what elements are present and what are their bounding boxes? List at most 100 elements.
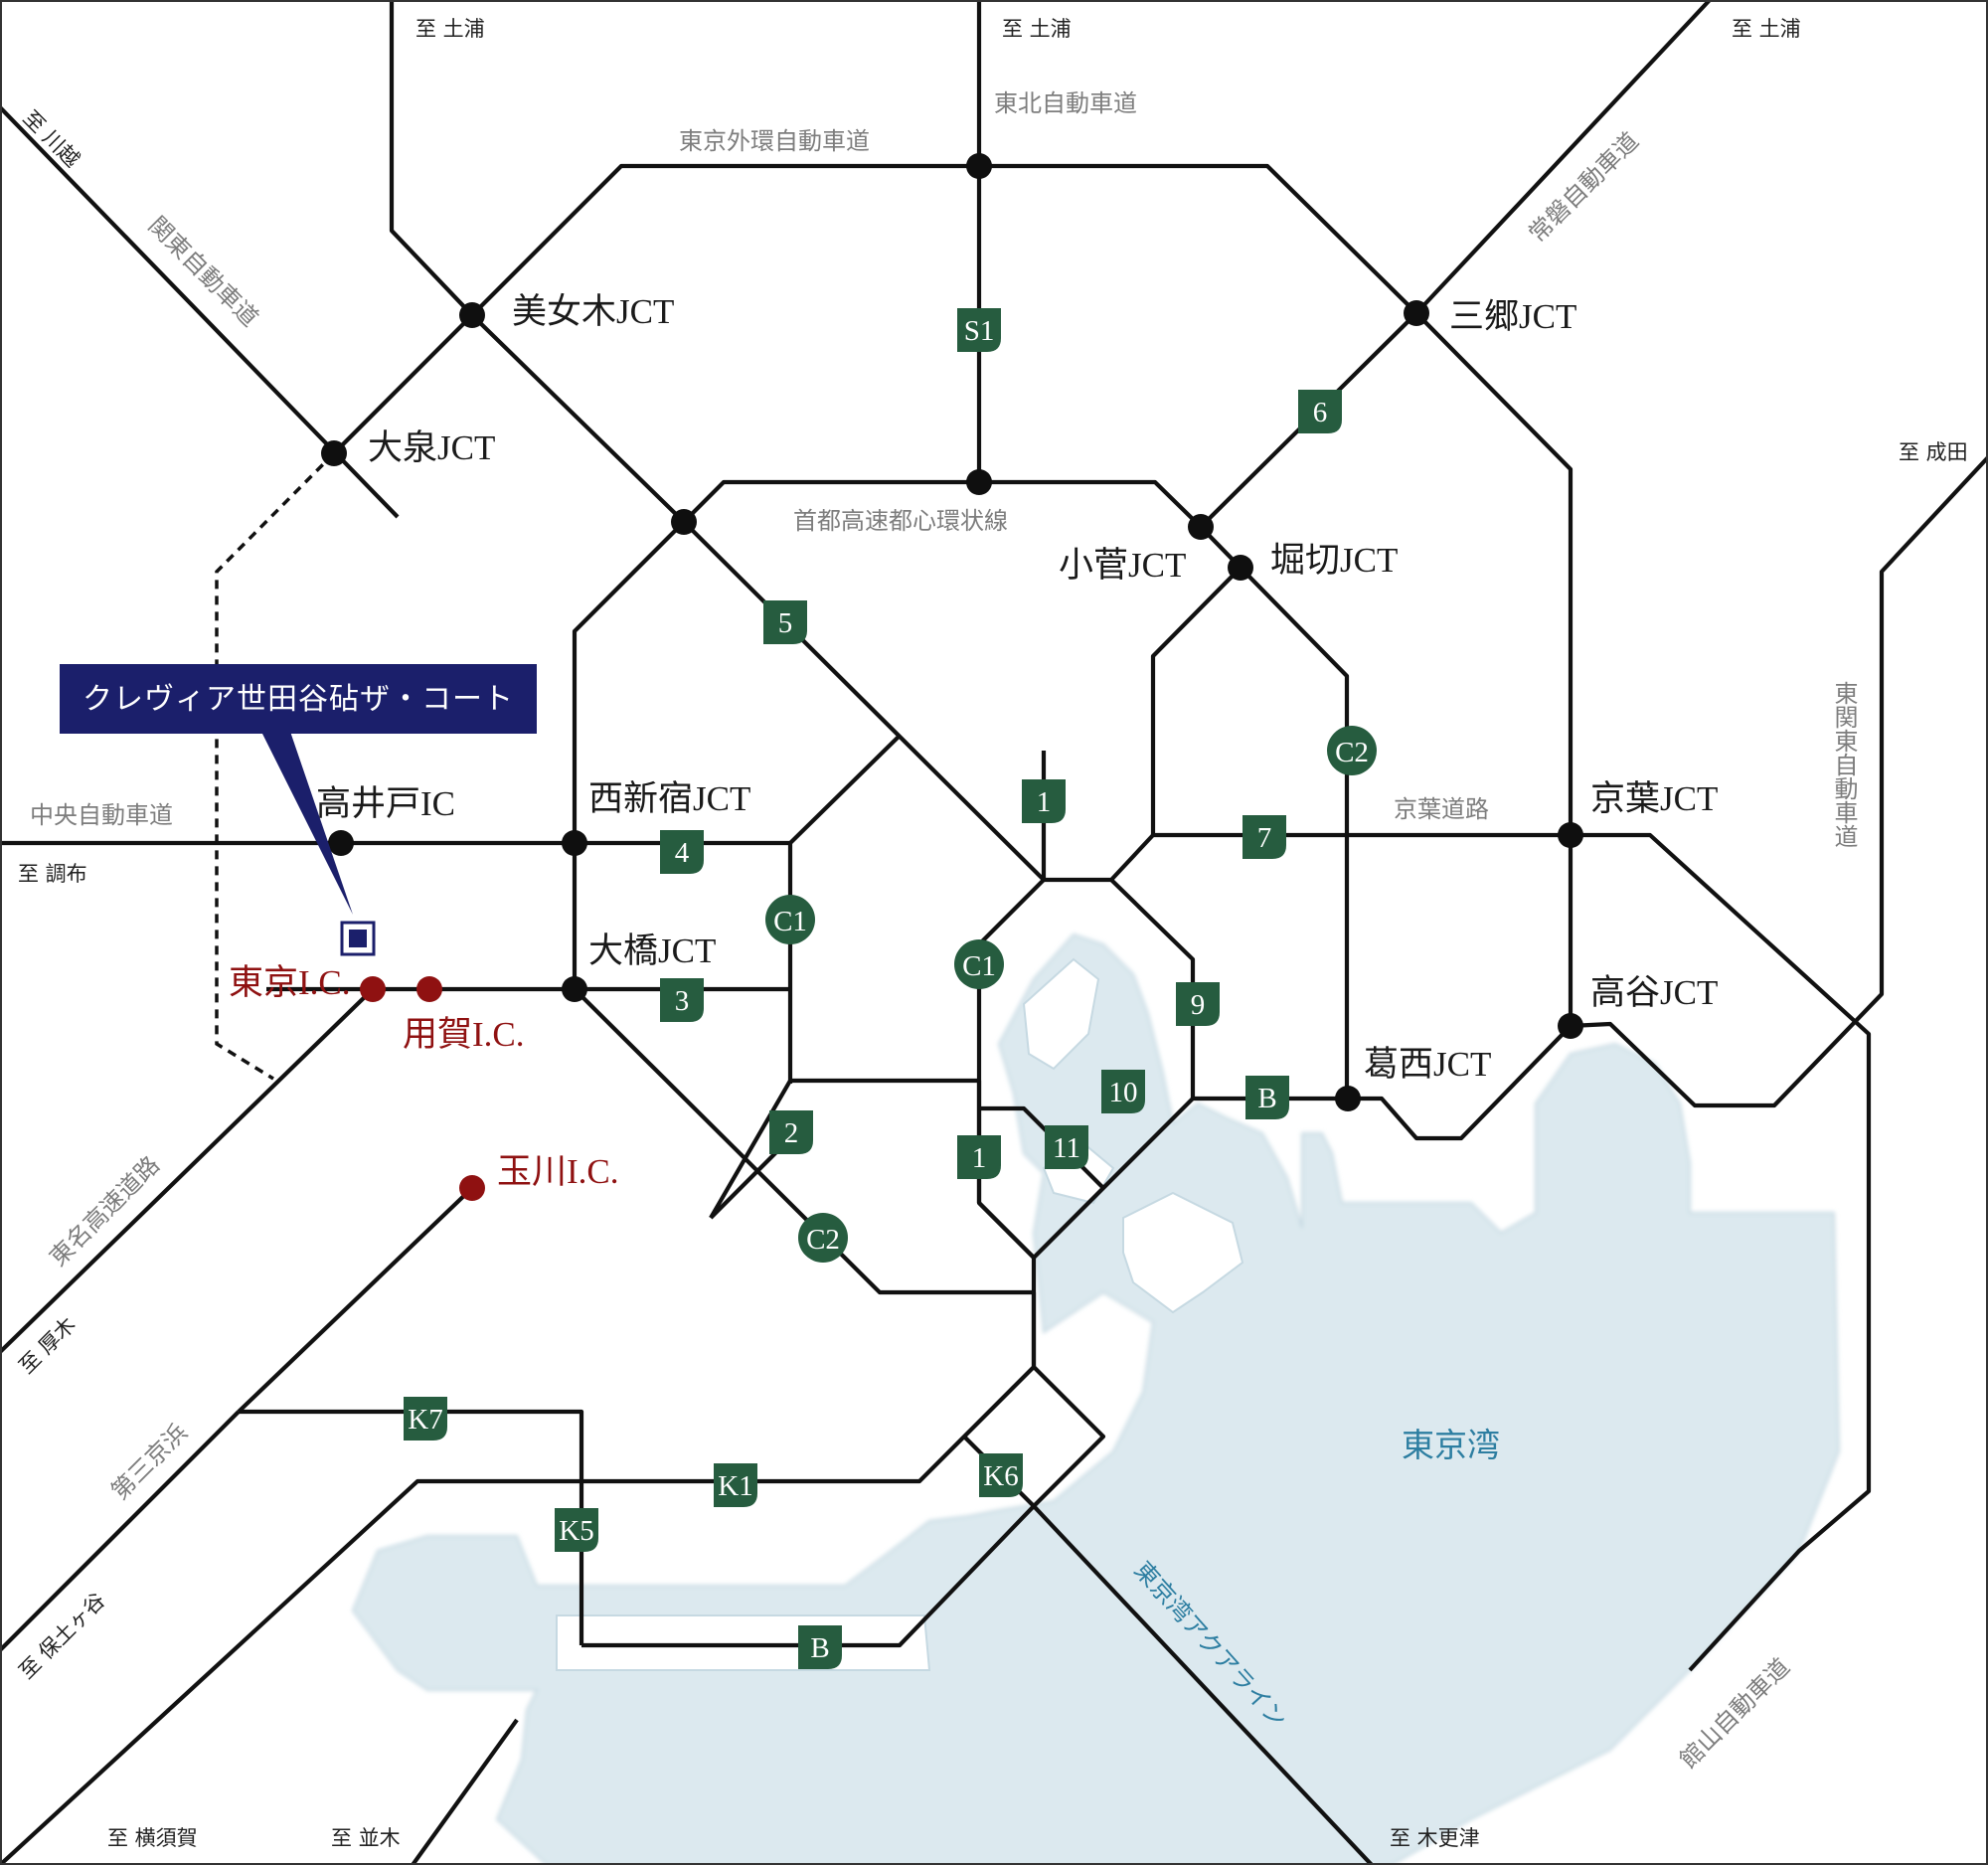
dest-atsugi: 至 厚木: [15, 1312, 81, 1378]
shield-route-4[interactable]: 4: [660, 830, 704, 874]
shield-route-k5[interactable]: K5: [555, 1508, 598, 1552]
takaido-ic-label: 高井戸IC: [316, 784, 455, 823]
svg-text:9: 9: [1191, 989, 1206, 1021]
dest-yokosuka: 至 横須賀: [107, 1826, 198, 1850]
shield-route-k1[interactable]: K1: [714, 1463, 757, 1507]
ohashi-jct-dot[interactable]: [562, 976, 587, 1002]
ohashi-jct-label: 大橋JCT: [588, 932, 716, 970]
callout-pointer: [258, 726, 353, 915]
svg-text:S1: S1: [964, 315, 995, 347]
takaido-ic-dot[interactable]: [328, 830, 354, 856]
shield-route-7[interactable]: 7: [1242, 815, 1286, 859]
nishi-shinjuku-jct-label: 西新宿JCT: [588, 779, 750, 818]
higashi-kanto-road-label: 東関東自動車道: [1830, 681, 1858, 848]
shield-route-b-south[interactable]: B: [798, 1625, 842, 1669]
dest-tsuchiura-2: 至 土浦: [1002, 17, 1072, 41]
shield-route-1-north[interactable]: 1: [1022, 779, 1066, 823]
svg-text:C2: C2: [806, 1224, 840, 1256]
svg-text:7: 7: [1257, 822, 1272, 854]
tokyo-ic-dot[interactable]: [360, 976, 386, 1002]
shield-c2-south[interactable]: C2: [798, 1213, 848, 1263]
svg-text:4: 4: [675, 837, 690, 869]
nishi-shinjuku-jct-dot[interactable]: [562, 830, 587, 856]
dest-hodogaya: 至 保土ヶ谷: [15, 1589, 110, 1684]
oizumi-jct-dot[interactable]: [321, 440, 347, 466]
dest-kisarazu: 至 木更津: [1390, 1826, 1480, 1850]
callout-box: [60, 664, 537, 734]
keiyo-jct-dot[interactable]: [1558, 822, 1583, 848]
shield-c1-east[interactable]: C1: [954, 939, 1004, 989]
misato-jct-dot[interactable]: [1404, 300, 1429, 326]
horikiri-jct-dot[interactable]: [1228, 555, 1253, 581]
shield-route-b-east[interactable]: B: [1245, 1076, 1289, 1119]
shield-route-11[interactable]: 11: [1045, 1125, 1088, 1169]
shield-s1[interactable]: S1: [957, 308, 1001, 352]
svg-text:11: 11: [1053, 1132, 1080, 1164]
dest-namiki: 至 並木: [331, 1826, 401, 1850]
dest-tsuchiura-1: 至 土浦: [415, 17, 485, 41]
s1-c1-jct-dot[interactable]: [966, 469, 992, 495]
route-shields-circle: C2 C1 C1 C2: [765, 726, 1377, 1263]
shield-route-9[interactable]: 9: [1176, 982, 1220, 1026]
dest-tsuchiura-3: 至 土浦: [1732, 17, 1801, 41]
interchange-dots: [360, 976, 485, 1201]
shuto-toshin-road-label: 首都高速都心環状線: [793, 507, 1008, 535]
shield-route-5[interactable]: 5: [763, 600, 807, 644]
yoga-ic-dot[interactable]: [416, 976, 442, 1002]
shield-c2-north[interactable]: C2: [1327, 726, 1377, 775]
svg-text:B: B: [810, 1632, 829, 1664]
misato-jct-label: 三郷JCT: [1449, 297, 1576, 336]
shield-c1-west[interactable]: C1: [765, 895, 815, 944]
shield-route-3[interactable]: 3: [660, 978, 704, 1022]
svg-text:6: 6: [1313, 397, 1328, 428]
kosuge-jct-label: 小菅JCT: [1059, 546, 1186, 585]
kasai-jct-dot[interactable]: [1335, 1086, 1361, 1111]
koya-jct-dot[interactable]: [1558, 1013, 1583, 1039]
dest-chofu: 至 調布: [18, 862, 87, 886]
bijogi-jct-dot[interactable]: [459, 302, 485, 328]
oizumi-jct-label: 大泉JCT: [368, 428, 495, 467]
keiyo-road-label: 京葉道路: [1394, 795, 1489, 823]
yoga-ic-label: 用賀I.C.: [403, 1015, 525, 1054]
route-shields: S1 6 5 1 7 4 9 3 10 B 2 1 11 K7 K1 K6 K5…: [404, 308, 1342, 1669]
svg-text:B: B: [1257, 1083, 1276, 1114]
tokyo-bay-water: [351, 932, 1841, 1865]
tokyo-ic-label: 東京I.C.: [229, 963, 351, 1002]
shield-route-2[interactable]: 2: [769, 1110, 813, 1154]
junction-dots: [321, 153, 1583, 1111]
svg-text:10: 10: [1109, 1077, 1138, 1108]
chuo-road-label: 中央自動車道: [30, 801, 173, 829]
kosuge-jct-dot[interactable]: [1188, 514, 1214, 540]
shield-route-k6[interactable]: K6: [979, 1453, 1023, 1497]
svg-text:3: 3: [675, 985, 690, 1017]
property-marker-inner: [349, 930, 367, 947]
property-name: クレヴィア世田谷砧ザ・コート: [83, 682, 514, 717]
svg-text:1: 1: [972, 1142, 987, 1174]
joban-road-label: 常磐自動車道: [1523, 127, 1644, 249]
shield-route-10[interactable]: 10: [1101, 1070, 1145, 1113]
tamagawa-ic-label: 玉川I.C.: [497, 1152, 619, 1191]
svg-text:K5: K5: [559, 1515, 593, 1547]
tateyama-road-label: 館山自動車道: [1674, 1653, 1795, 1775]
svg-text:C2: C2: [1335, 737, 1369, 768]
svg-text:1: 1: [1037, 786, 1052, 818]
shield-route-6[interactable]: 6: [1298, 390, 1342, 433]
property-callout: クレヴィア世田谷砧ザ・コート: [60, 664, 537, 956]
tohoku-road-label: 東北自動車道: [994, 89, 1137, 117]
tokyo-bay-label: 東京湾: [1402, 1426, 1500, 1464]
keiyo-jct-label: 京葉JCT: [1590, 779, 1718, 818]
svg-text:K6: K6: [983, 1460, 1018, 1492]
route5-jct-dot[interactable]: [671, 509, 697, 535]
horikiri-jct-label: 堀切JCT: [1270, 541, 1398, 580]
tamagawa-ic-dot[interactable]: [459, 1175, 485, 1201]
dest-narita: 至 成田: [1899, 440, 1968, 464]
bijogi-jct-label: 美女木JCT: [512, 292, 674, 331]
shield-route-k7[interactable]: K7: [404, 1397, 447, 1441]
tohoku-gaikan-jct-dot[interactable]: [966, 153, 992, 179]
svg-text:2: 2: [784, 1117, 799, 1149]
shield-route-1-south[interactable]: 1: [957, 1135, 1001, 1179]
svg-text:C1: C1: [773, 906, 807, 937]
